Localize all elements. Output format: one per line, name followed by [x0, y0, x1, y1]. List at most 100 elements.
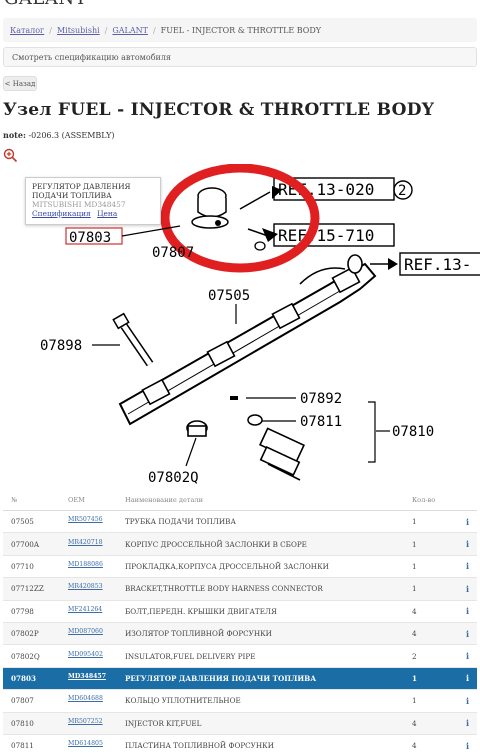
cell-no: 07710: [3, 554, 67, 578]
cell-oem: MR507252: [67, 711, 124, 735]
cell-name: ПРОКЛАДКА,КОРПУСА ДРОССЕЛЬНОЙ ЗАСЛОНКИ: [124, 554, 411, 578]
info-icon[interactable]: i: [458, 621, 477, 645]
oem-link[interactable]: MD095402: [68, 650, 103, 658]
col-header-oem[interactable]: OEM: [67, 490, 124, 511]
cell-name: КОЛЬЦО УПЛОТНИТЕЛЬНОЕ: [124, 689, 411, 713]
cell-no: 07807: [3, 689, 67, 713]
ref3-text: REF.13-: [404, 255, 471, 274]
cell-qty: 1: [411, 577, 458, 601]
vehicle-spec-button[interactable]: Смотреть спецификацию автомобиля: [3, 47, 477, 67]
tooltip-price-link[interactable]: Цена: [97, 209, 118, 218]
oem-link[interactable]: MD087060: [68, 628, 103, 636]
cell-oem: MD188086: [67, 554, 124, 578]
cell-qty: 2: [411, 644, 458, 668]
parts-diagram[interactable]: REF.13-020 2 REF.15-710 REF.13- 07803 07…: [0, 164, 480, 486]
cell-oem: MD604688: [67, 689, 124, 713]
note-label: note:: [3, 130, 26, 140]
part-tooltip: РЕГУЛЯТОР ДАВЛЕНИЯ ПОДАЧИ ТОПЛИВА MITSUB…: [25, 177, 161, 225]
info-icon[interactable]: i: [458, 532, 477, 556]
info-icon[interactable]: i: [458, 711, 477, 735]
cell-no: 07505: [3, 509, 67, 533]
breadcrumb-catalog[interactable]: Каталог: [10, 25, 45, 35]
cell-qty: 1: [411, 532, 458, 556]
info-icon[interactable]: i: [458, 689, 477, 713]
cell-no: 07712ZZ: [3, 577, 67, 601]
callout-07505[interactable]: 07505: [208, 288, 250, 304]
breadcrumb: Каталог / Mitsubishi / GALANT / FUEL - I…: [3, 18, 477, 42]
cell-no: 07802Q: [3, 644, 67, 668]
ref-label-15-710[interactable]: REF.15-710: [273, 223, 395, 247]
note-value: -0206.3 (ASSEMBLY): [28, 131, 115, 140]
fuel-rail-part[interactable]: [118, 254, 377, 426]
cell-qty: 4: [411, 711, 458, 735]
callout-07898[interactable]: 07898: [40, 338, 82, 354]
cell-qty: 4: [411, 621, 458, 645]
cell-qty: 1: [411, 509, 458, 533]
oem-link[interactable]: MD188086: [68, 560, 103, 568]
callout-07811[interactable]: 07811: [300, 414, 342, 430]
ref-label-13[interactable]: REF.13-: [399, 252, 480, 276]
breadcrumb-galant[interactable]: GALANT: [112, 25, 148, 35]
cell-oem: MF241264: [67, 599, 124, 623]
oem-link[interactable]: MF241264: [68, 605, 103, 613]
cell-oem: MD348457: [67, 666, 124, 690]
callout-07892[interactable]: 07892: [300, 391, 342, 407]
oem-link[interactable]: MR507456: [68, 516, 103, 524]
col-header-qty[interactable]: Кол-во: [411, 490, 458, 511]
info-icon[interactable]: i: [458, 666, 477, 690]
tooltip-name-line1: РЕГУЛЯТОР ДАВЛЕНИЯ: [32, 182, 131, 191]
callout-07803[interactable]: 07803: [69, 230, 111, 246]
col-header-no[interactable]: №: [3, 490, 67, 511]
cell-oem: MR420853: [67, 577, 124, 601]
tooltip-name-line2: ПОДАЧИ ТОПЛИВА: [32, 191, 112, 200]
col-header-name[interactable]: Наименование детали: [124, 490, 411, 511]
cell-no: 07802P: [3, 621, 67, 645]
cell-oem: MR420718: [67, 532, 124, 556]
cell-no: 07811: [3, 733, 67, 756]
info-icon[interactable]: i: [458, 644, 477, 668]
oem-link[interactable]: MD614805: [68, 740, 103, 748]
callout-07807[interactable]: 07807: [152, 245, 194, 261]
cell-no: 07700A: [3, 532, 67, 556]
cell-name: ИЗОЛЯТОР ТОПЛИВНОЙ ФОРСУНКИ: [124, 621, 411, 645]
oem-link[interactable]: MR420718: [68, 538, 103, 546]
breadcrumb-mitsubishi[interactable]: Mitsubishi: [56, 25, 100, 35]
oem-link[interactable]: MR507252: [68, 717, 103, 725]
info-icon[interactable]: i: [458, 733, 477, 756]
cell-name: БОЛТ,ПЕРЕДН. КРЫШКИ ДВИГАТЕЛЯ: [124, 599, 411, 623]
zoom-in-icon[interactable]: [3, 148, 18, 163]
info-icon[interactable]: i: [458, 599, 477, 623]
cell-name: РЕГУЛЯТОР ДАВЛЕНИЯ ПОДАЧИ ТОПЛИВА: [124, 666, 411, 690]
back-button[interactable]: < Назад: [3, 76, 37, 91]
callout-07802q[interactable]: 07802Q: [148, 470, 199, 486]
oem-link[interactable]: MD604688: [68, 695, 103, 703]
fuel-injector-part[interactable]: [259, 427, 305, 481]
insulator-part[interactable]: [186, 420, 208, 437]
callout-07810[interactable]: 07810: [392, 424, 434, 440]
bolt-part[interactable]: [112, 312, 154, 367]
info-icon[interactable]: i: [458, 554, 477, 578]
oem-link[interactable]: MR420853: [68, 583, 103, 591]
cell-qty: 4: [411, 733, 458, 756]
info-icon[interactable]: i: [458, 509, 477, 533]
tooltip-spec-link[interactable]: Спецификация: [32, 209, 91, 218]
brand-title: GALANT: [4, 0, 87, 9]
cell-oem: MD095402: [67, 644, 124, 668]
table-header: № OEM Наименование детали Кол-во: [3, 490, 477, 511]
oem-link[interactable]: MD348457: [68, 672, 107, 680]
assembly-note: note: -0206.3 (ASSEMBLY): [3, 130, 115, 140]
pressure-regulator-part[interactable]: [191, 187, 266, 251]
info-icon[interactable]: i: [458, 577, 477, 601]
